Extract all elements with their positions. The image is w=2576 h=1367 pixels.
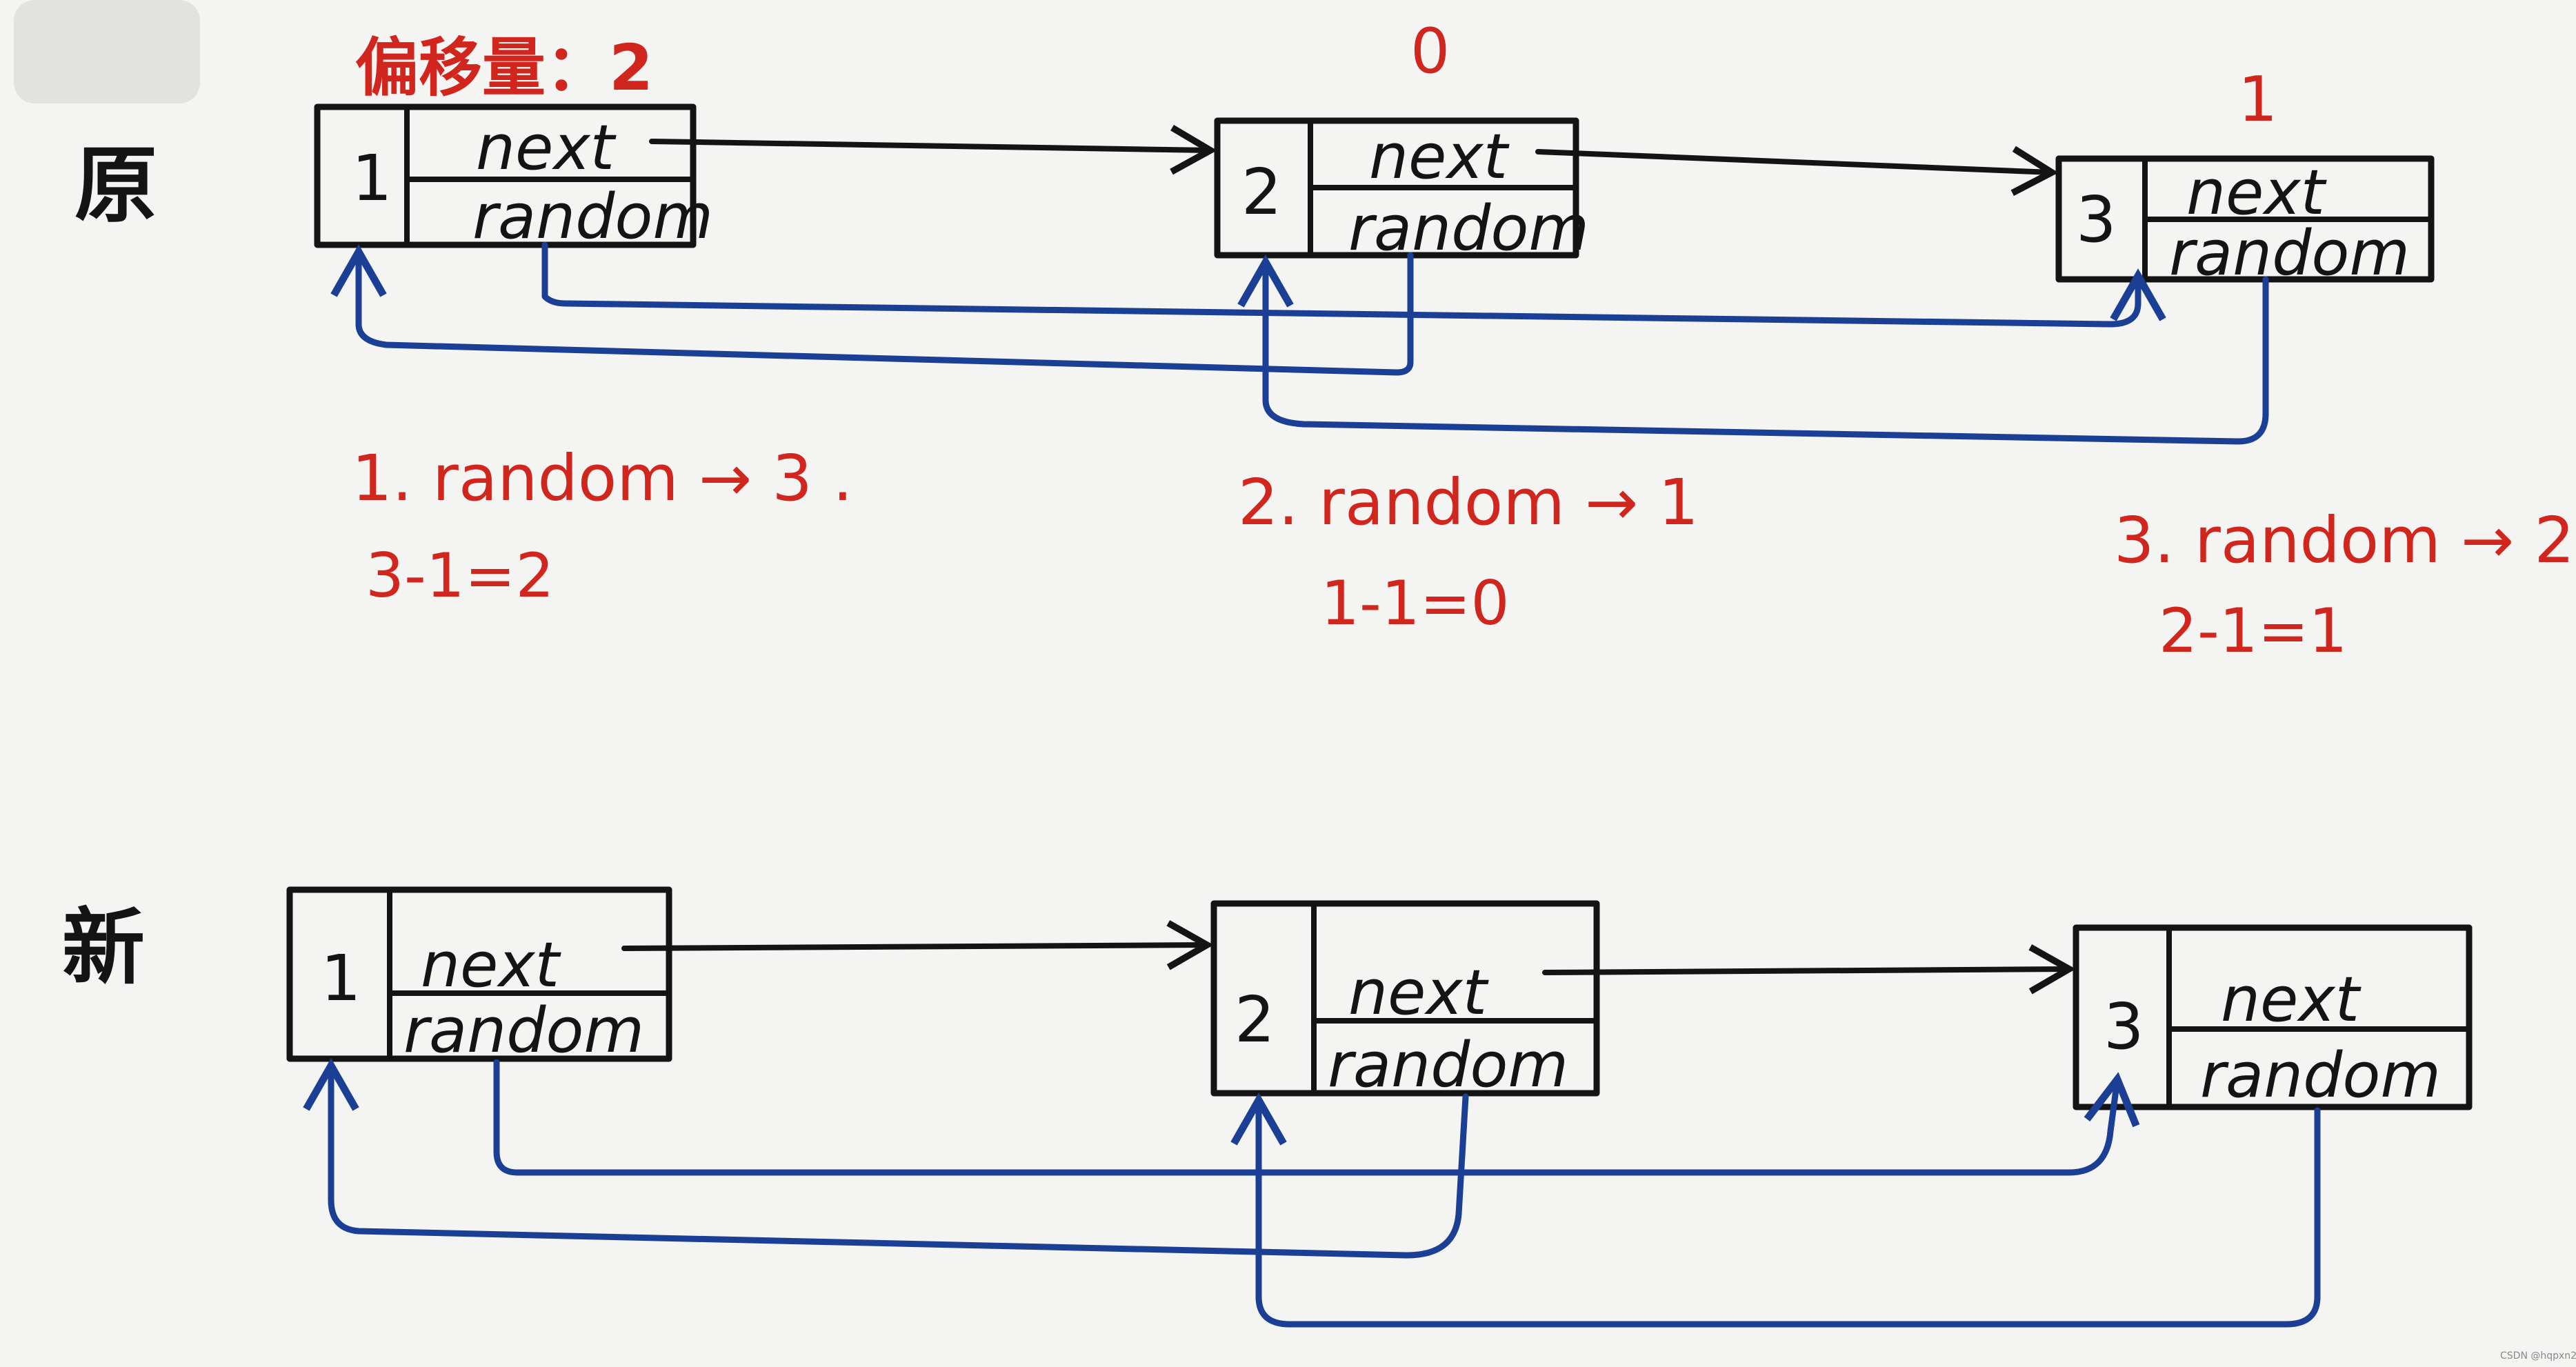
random-field: random	[472, 181, 713, 253]
offset-label-node3: 1	[2238, 63, 2277, 136]
note-calc: 2-1=1	[2159, 595, 2347, 666]
next-field: next	[2186, 157, 2328, 229]
node-id: 3	[2104, 990, 2144, 1064]
next-arrow-1-2	[649, 124, 1217, 175]
next-field: next	[1348, 957, 1490, 1029]
credit-watermark: CSDN @hqpxn2	[2500, 1350, 2576, 1361]
random-field: random	[2169, 217, 2410, 290]
note-node-1: 1. random → 3 . 3-1=2	[352, 441, 852, 611]
next-arrow-2-3	[1535, 146, 2059, 196]
next-arrow-1-2	[621, 920, 1214, 970]
random-field: random	[1348, 192, 1589, 265]
node-id: 3	[2076, 183, 2117, 257]
random-arrow-2-to-1	[330, 244, 1414, 376]
random-field: random	[2200, 1039, 2441, 1112]
node-id: 1	[352, 141, 392, 215]
next-arrow-2-3	[1542, 944, 2076, 995]
node-id: 2	[1235, 983, 1275, 1057]
random-field: random	[1328, 1029, 1568, 1101]
node-id: 1	[321, 941, 361, 1015]
note-calc: 3-1=2	[366, 540, 554, 611]
offset-label-node2: 0	[1410, 15, 1450, 88]
new-node-3: 3 next random	[2073, 924, 2473, 1112]
random-field: random	[403, 995, 644, 1067]
original-node-1: 1 next random	[314, 103, 713, 253]
node-id: 2	[1241, 155, 1282, 229]
next-field: next	[1369, 121, 1510, 193]
next-field: next	[2221, 964, 2362, 1036]
next-field: next	[476, 112, 617, 184]
note-line: 3. random → 2	[2114, 503, 2575, 577]
original-node-2: 2 next random	[1214, 117, 1589, 265]
side-label-original: 原	[74, 138, 157, 234]
next-field: next	[421, 929, 562, 1001]
note-line: 1. random → 3 .	[352, 441, 852, 515]
note-node-2: 2. random → 1 1-1=0	[1238, 466, 1699, 639]
side-label-new: 新	[62, 900, 145, 996]
random-arrow-3-to-2	[1230, 1092, 2321, 1328]
new-list: 1 next random 2 next random 3 next rando…	[286, 886, 2473, 1328]
note-calc: 1-1=0	[1321, 568, 1509, 639]
new-node-2: 2 next random	[1210, 900, 1600, 1101]
original-node-3: 3 next random	[2055, 155, 2435, 290]
new-node-1: 1 next random	[286, 886, 672, 1067]
offset-title: 偏移量：2	[355, 31, 653, 105]
random-arrow-3-to-2	[1237, 255, 2269, 445]
note-line: 2. random → 1	[1238, 466, 1699, 539]
corner-smudge	[14, 0, 200, 103]
random-arrow-2-to-1	[303, 1058, 1469, 1259]
random-arrow-1-to-3	[493, 1059, 2140, 1176]
original-list: 1 next random 2 next random 3 next rando…	[314, 103, 2435, 445]
random-arrow-1-to-3	[541, 241, 2166, 328]
note-node-3: 3. random → 2 2-1=1	[2114, 503, 2575, 666]
